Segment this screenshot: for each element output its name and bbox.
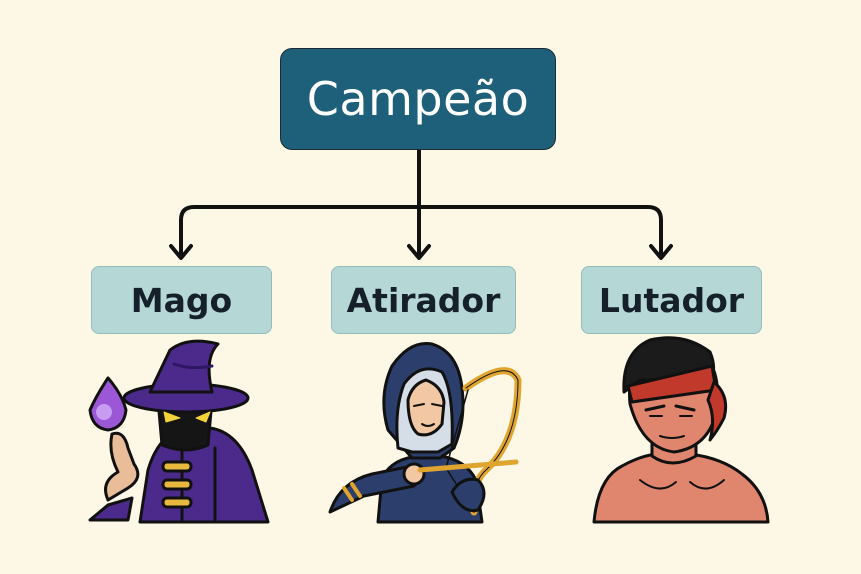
- child-node-atirador: Atirador: [331, 266, 516, 334]
- connector-bar: [179, 205, 663, 258]
- child-label-atirador: Atirador: [346, 280, 501, 320]
- arrowhead-lutador: [649, 244, 673, 260]
- root-label: Campeão: [306, 72, 530, 126]
- arrowhead-mago: [169, 244, 193, 260]
- child-node-lutador: Lutador: [581, 266, 762, 334]
- root-node-campeao: Campeão: [280, 48, 556, 150]
- arrowhead-atirador: [407, 244, 431, 260]
- child-label-lutador: Lutador: [598, 280, 745, 320]
- child-label-mago: Mago: [130, 280, 233, 320]
- child-node-mago: Mago: [91, 266, 272, 334]
